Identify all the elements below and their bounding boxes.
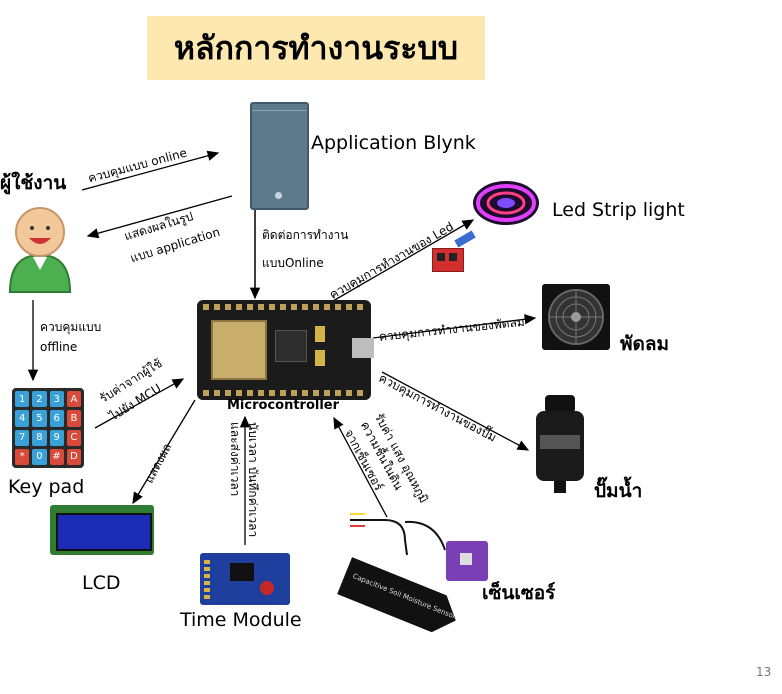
relay-module-icon bbox=[432, 248, 464, 272]
time-module-icon bbox=[200, 553, 290, 605]
keypad-key: A bbox=[66, 391, 81, 408]
label-lcd: LCD bbox=[82, 572, 121, 594]
keypad-key: 1 bbox=[15, 391, 30, 408]
page-title: หลักการทำงานระบบ bbox=[173, 28, 459, 67]
arrow-sensor-to-mcu bbox=[333, 416, 388, 518]
keypad-key: C bbox=[66, 429, 81, 446]
label-application-blynk: Application Blynk bbox=[311, 132, 476, 154]
label-user: ผู้ใช้งาน bbox=[0, 172, 67, 194]
arrow-mcu-to-pump bbox=[381, 371, 530, 451]
microcontroller-board bbox=[197, 300, 374, 400]
phone-icon bbox=[250, 102, 309, 210]
user-avatar-icon bbox=[8, 207, 72, 293]
sensor-wire-icon bbox=[350, 513, 446, 556]
arrow-mcu-to-fan bbox=[372, 314, 537, 339]
arrow-user-to-app bbox=[81, 150, 220, 191]
edge-label-time-2: และส่งค่าเวลา bbox=[228, 422, 242, 497]
label-pump: ปั๊มน้ำ bbox=[594, 480, 643, 502]
keypad-key: 2 bbox=[32, 391, 47, 408]
label-led-strip: Led Strip light bbox=[552, 199, 685, 221]
keypad-key: 9 bbox=[49, 429, 64, 446]
fan-icon bbox=[542, 284, 610, 350]
arrow-mcu-to-lcd bbox=[132, 399, 196, 505]
keypad-key: 3 bbox=[49, 391, 64, 408]
label-sensor: เซ็นเซอร์ bbox=[482, 582, 556, 604]
keypad-key: 4 bbox=[15, 410, 30, 427]
edge-label-user-keypad-1: ควบคุมแบบ bbox=[40, 320, 102, 334]
edge-label-user-keypad-2: offline bbox=[40, 340, 78, 354]
edge-label-mcu-app-2: แบบOnline bbox=[262, 256, 324, 270]
lcd-module-icon bbox=[50, 505, 154, 555]
label-time-module: Time Module bbox=[180, 609, 302, 631]
keypad-key: 0 bbox=[32, 448, 47, 465]
led-strip-icon bbox=[473, 181, 539, 225]
label-microcontroller: Microcontroller bbox=[227, 398, 340, 413]
page-number: 13 bbox=[756, 665, 772, 679]
arrow-keypad-to-mcu bbox=[94, 378, 185, 429]
edge-label-time-1: นับเวลา บันทึกค่าเวลา bbox=[246, 422, 260, 538]
edge-label-mcu-app-1: ติดต่อการทำงาน bbox=[262, 228, 349, 242]
keypad-key: 7 bbox=[15, 429, 30, 446]
title-box: หลักการทำงานระบบ bbox=[147, 16, 485, 80]
light-sensor-icon bbox=[446, 541, 488, 581]
arrow-app-to-user bbox=[86, 195, 233, 239]
keypad-key: B bbox=[66, 410, 81, 427]
keypad-key: D bbox=[66, 448, 81, 465]
pump-icon bbox=[530, 395, 590, 495]
keypad-key: 8 bbox=[32, 429, 47, 446]
keypad-key: 6 bbox=[49, 410, 64, 427]
label-keypad: Key pad bbox=[8, 476, 85, 498]
keypad-key: * bbox=[15, 448, 30, 465]
arrow-mcu-to-led bbox=[332, 219, 475, 302]
keypad-icon: 1 2 3 A 4 5 6 B 7 8 9 C * 0 # D bbox=[12, 388, 84, 468]
label-fan: พัดลม bbox=[620, 333, 670, 355]
keypad-key: # bbox=[49, 448, 64, 465]
keypad-key: 5 bbox=[32, 410, 47, 427]
